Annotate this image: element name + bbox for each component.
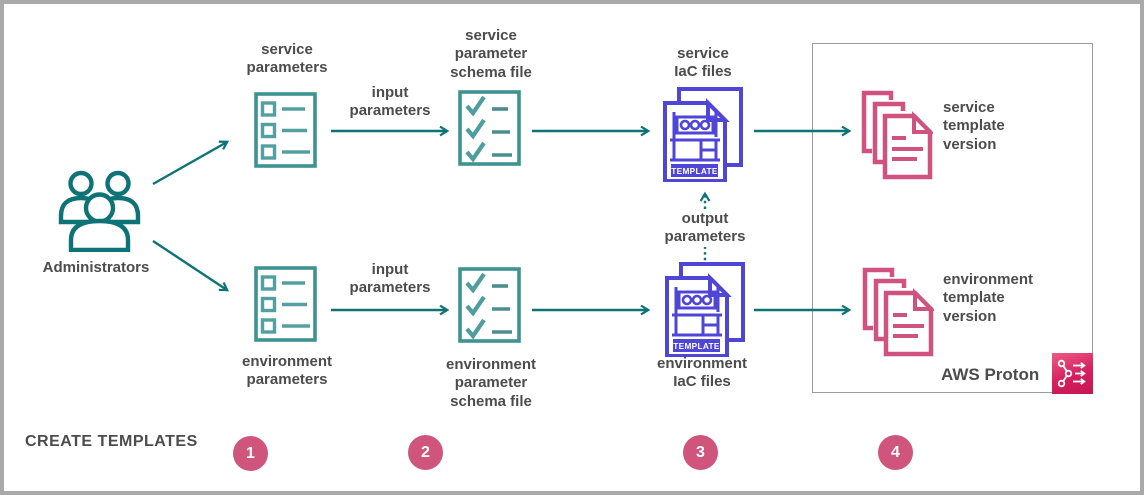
input-parameters-label-bottom: input parameters (349, 261, 431, 297)
arrow-admin-to-env-params (152, 239, 227, 290)
service-template-version-label: service template version (943, 99, 1005, 153)
aws-proton-service-icon (1052, 353, 1093, 394)
service-parameters-label: service parameters (246, 41, 328, 77)
aws-proton-label: AWS Proton (941, 365, 1040, 384)
service-iac-label: service IaC files (674, 45, 732, 81)
aws-proton-group-box (812, 43, 1093, 393)
environment-template-version-label: environment template version (943, 271, 1034, 325)
environment-template-version-docs-icon (862, 267, 934, 357)
service-schema-label: service parameter schema file (450, 27, 532, 81)
proton-glyph (1057, 359, 1086, 388)
environment-parameters-list-icon (254, 266, 317, 342)
service-schema-checklist-icon (458, 90, 521, 166)
arrow-admin-to-service-params (152, 142, 227, 186)
environment-schema-label: environment parameter schema file (445, 356, 537, 410)
input-parameters-label-top: input parameters (349, 84, 431, 120)
environment-iac-template-file-icon: TEMPLATE (665, 262, 745, 357)
step-badge-2: 2 (408, 435, 443, 470)
administrators-users-icon (58, 170, 141, 252)
environment-parameters-label: environment parameters (241, 353, 333, 389)
template-badge-text: TEMPLATE (671, 166, 718, 176)
output-parameters-label: output parameters (661, 210, 749, 247)
environment-schema-checklist-icon (458, 267, 521, 343)
template-badge-text: TEMPLATE (673, 341, 720, 351)
service-parameters-list-icon (254, 92, 317, 168)
step-badge-1: 1 (233, 436, 268, 471)
step-badge-3: 3 (683, 435, 718, 470)
environment-iac-label: environment IaC files (656, 355, 748, 391)
service-template-version-docs-icon (861, 90, 933, 180)
administrators-label: Administrators (42, 259, 150, 276)
create-templates-caption: CREATE TEMPLATES (25, 433, 198, 450)
service-iac-template-file-icon: TEMPLATE (663, 87, 743, 182)
step-badge-4: 4 (878, 435, 913, 470)
